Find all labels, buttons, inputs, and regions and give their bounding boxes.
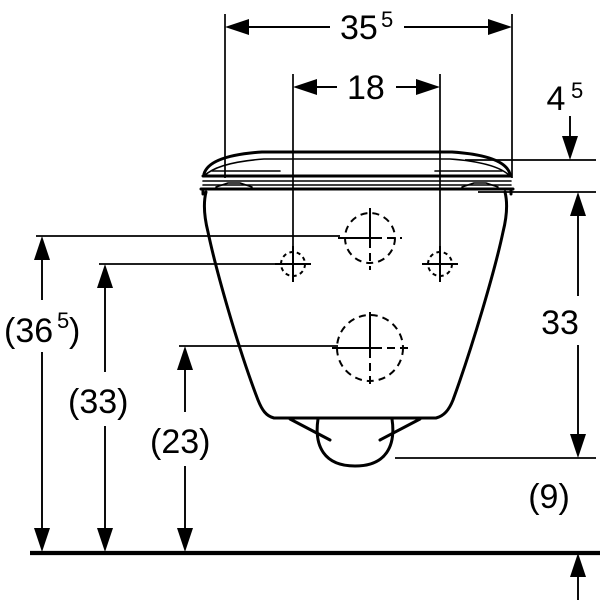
arrow-head-down-33-right — [570, 434, 586, 458]
wall-fixing-hole-left — [275, 246, 311, 282]
arrow-head-right-18 — [416, 79, 440, 95]
extension-lines-left — [36, 235, 340, 347]
dimension-overall-width: 35 5 — [225, 7, 512, 47]
bowl-outline — [202, 190, 509, 420]
dim-label-inner-width: 18 — [347, 69, 385, 107]
arrow-head-left-35-5 — [225, 19, 249, 35]
dim-label-overall-height-suffix: ) — [69, 312, 80, 350]
dim-label-body-height: 33 — [541, 304, 579, 342]
dim-label-overall-height-sup: 5 — [57, 308, 69, 333]
toilet-seat-and-lid — [199, 150, 515, 196]
arrow-head-up-9 — [570, 553, 586, 577]
dim-label-overall-width: 35 — [340, 9, 378, 47]
outlet-shoulder-right — [378, 417, 422, 442]
arrow-head-down-33-left — [97, 528, 113, 552]
dim-label-upper-fixing-height: (33) — [68, 383, 128, 421]
wall-fixing-hole-right — [422, 246, 458, 282]
dimension-floor-gap: (9) — [528, 478, 586, 600]
dim-label-overall-height: (36 — [4, 312, 53, 350]
bowl-body — [202, 190, 509, 420]
arrow-head-left-18 — [293, 79, 317, 95]
arrow-head-up-36-5 — [34, 236, 50, 260]
lid-top-profile — [202, 150, 512, 176]
arrow-head-down-36-5 — [34, 528, 50, 552]
dimension-overall-height: (36 5 ) — [4, 236, 80, 552]
arrow-head-down-4-5 — [562, 136, 578, 160]
waste-outlet-shape — [288, 417, 422, 468]
dimension-seat-thickness: 4 5 — [547, 78, 583, 160]
lid-inner-line-1 — [203, 158, 511, 177]
arrow-head-up-33-right — [570, 192, 586, 216]
dimension-inner-width: 18 — [293, 69, 440, 107]
outlet-bowl-curve — [315, 417, 395, 468]
extension-lines-right — [395, 159, 596, 459]
dimension-body-height: 33 — [541, 192, 586, 458]
seat-buffer-left — [215, 182, 253, 188]
dim-label-floor-gap: (9) — [528, 478, 570, 516]
dim-label-seat-thickness-sup: 5 — [571, 78, 583, 103]
dim-label-seat-thickness: 4 — [547, 80, 566, 118]
dim-label-overall-width-sup: 5 — [381, 7, 393, 32]
arrow-head-up-23 — [177, 346, 193, 370]
waste-outlet-opening — [332, 312, 412, 388]
arrow-head-down-23 — [177, 528, 193, 552]
extension-lines-top — [224, 14, 513, 258]
dimension-upper-fixing-height: (33) — [68, 264, 128, 552]
dimension-lower-fixing-height: (23) — [150, 346, 210, 552]
seat-buffer-right — [461, 182, 499, 188]
arrow-head-right-35-5 — [488, 19, 512, 35]
dim-label-lower-fixing-height: (23) — [150, 423, 210, 461]
arrow-head-up-33-left — [97, 264, 113, 288]
flush-inlet-opening — [338, 208, 402, 270]
outlet-shoulder-left — [288, 417, 332, 442]
